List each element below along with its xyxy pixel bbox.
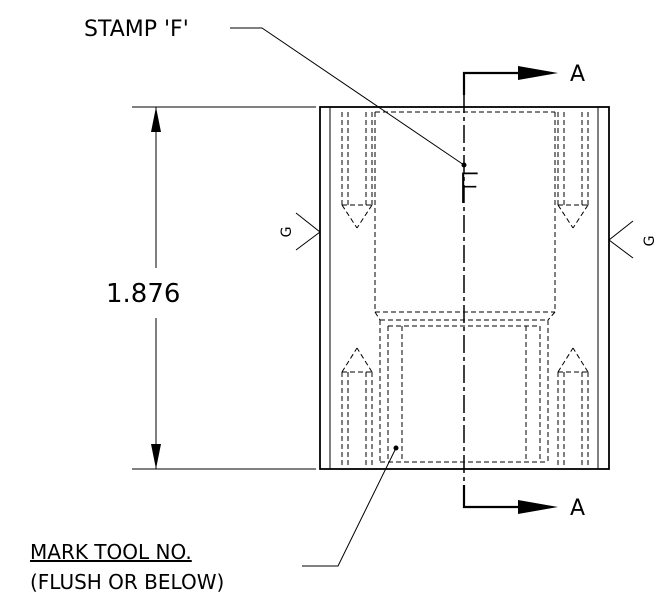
tapped-hole-upper-left <box>341 112 373 229</box>
grind-symbol-right: G <box>608 220 658 259</box>
tapped-hole-lower-right <box>557 347 589 465</box>
grind-label-left: G <box>279 227 295 238</box>
height-dimension: 1.876 <box>106 106 316 470</box>
tapped-hole-upper-right <box>557 112 589 229</box>
section-cut-top: A <box>462 62 585 95</box>
grind-label-right: G <box>642 236 658 247</box>
grind-symbol-left: G <box>279 212 321 251</box>
section-label-top: A <box>570 62 585 87</box>
upper-bore-hidden <box>374 111 556 321</box>
stamp-callout: STAMP 'F' F <box>84 17 481 213</box>
tapped-hole-lower-left <box>341 347 373 465</box>
note-line-1: MARK TOOL NO. <box>30 540 192 564</box>
section-label-bottom: A <box>570 496 585 521</box>
dimension-value: 1.876 <box>106 279 180 309</box>
stamp-letter: F <box>457 164 481 213</box>
section-cut-bottom: A <box>462 485 585 521</box>
stamp-label: STAMP 'F' <box>84 17 189 42</box>
note-line-2: (FLUSH OR BELOW) <box>30 570 224 594</box>
tool-number-note: MARK TOOL NO. (FLUSH OR BELOW) <box>30 445 399 594</box>
